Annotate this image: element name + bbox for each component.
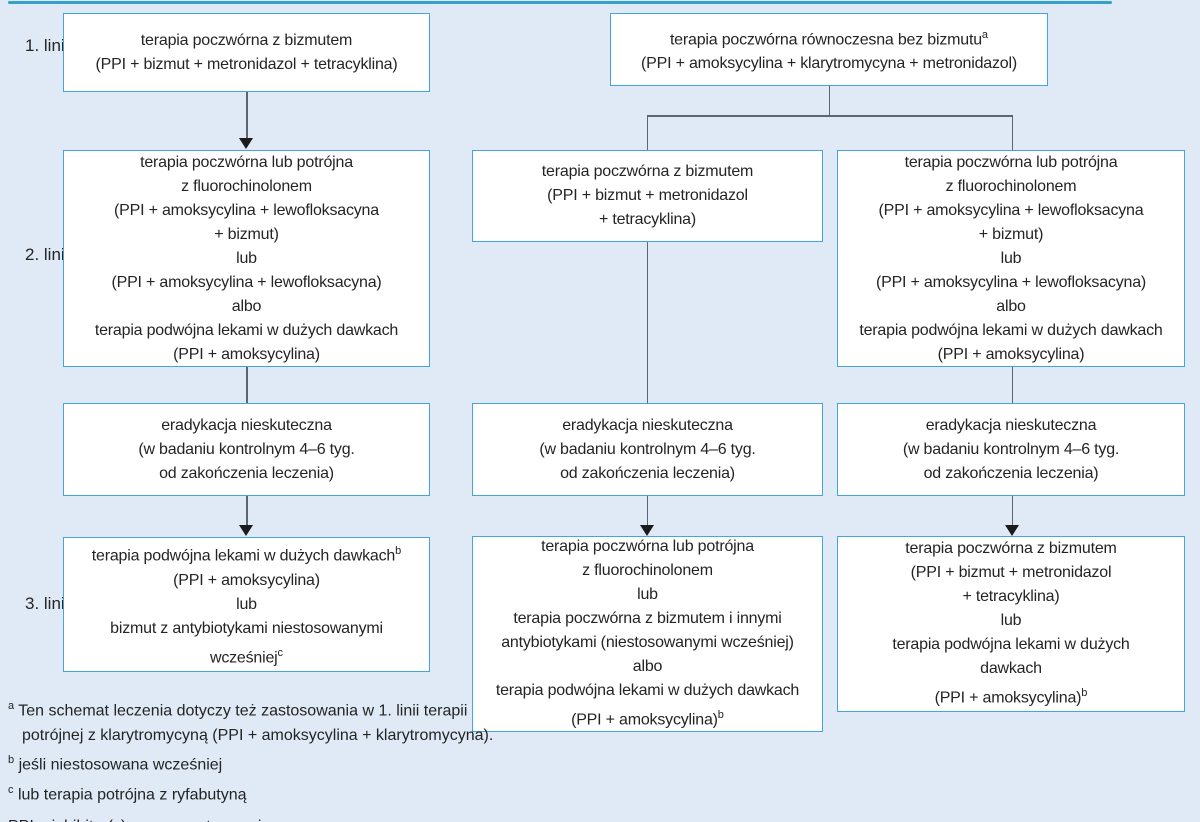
node-text-line: (PPI + amoksycylina + lewofloksacyna [878, 201, 1144, 219]
node-text-line: dawkach [980, 660, 1042, 678]
node-line2-left-quadruple-or-triple-fluoroquinolone: terapia poczwórna lub potrójna z fluoroc… [63, 150, 430, 367]
footnote-marker-b: b [395, 545, 402, 558]
node-text-line: z fluorochinolonem [181, 177, 312, 195]
footnote-b: b jeśli niestosowana wcześniej [8, 754, 223, 774]
connector-line2-left-to-eradication [246, 367, 248, 403]
node-text-line: terapia poczwórna z bizmutem [905, 540, 1117, 558]
arrowhead-down [239, 525, 253, 536]
node-text-line: (PPI + amoksycylina) [173, 345, 320, 363]
node-text-line: terapia podwójna lekami w dużych dawkach [859, 321, 1163, 339]
node-text-line: + tetracyklina) [962, 588, 1060, 606]
node-text-line: (PPI + bizmut + metronidazol [910, 564, 1112, 582]
footnote-marker-a: a [981, 28, 989, 41]
row-label-line2: 2. linia [25, 245, 75, 264]
footnote-c: c lub terapia potrójna z ryfabutyną [8, 783, 247, 803]
footnote-marker-b: b [717, 709, 724, 722]
node-line2-right-quadruple-or-triple-fluoroquinolone: terapia poczwórna lub potrójna z fluoroc… [837, 150, 1185, 367]
node-text-line: lub [236, 249, 257, 267]
node-text-line: (PPI + amoksycylina) [173, 571, 320, 589]
node-text-line: od zakończenia leczenia) [560, 464, 735, 482]
arrowhead-down [640, 525, 654, 536]
node-text-line: wcześniejc [209, 646, 284, 666]
node-text-line: od zakończenia leczenia) [923, 464, 1099, 482]
footnote-marker-b: b [8, 754, 15, 767]
connector-eradication-mid-to-line3 [646, 496, 648, 525]
node-line1-bismuth-quadruple: terapia poczwórna z bizmutem (PPI + bizm… [63, 13, 430, 92]
node-text-line: terapia podwójna lekami w dużych [892, 636, 1130, 654]
node-text-line: (w badaniu kontrolnym 4–6 tyg. [539, 440, 756, 458]
footnote-marker-a: a [8, 700, 15, 712]
node-text-line: od zakończenia leczenia) [159, 464, 334, 482]
node-text-line: (PPI + amoksycylina + lewofloksacyna [114, 201, 379, 219]
connector-eradication-right-to-line3 [1011, 496, 1013, 525]
node-text-line: lub [1000, 612, 1022, 630]
node-text-line: (PPI + bizmut + metronidazol + tetracykl… [95, 55, 398, 73]
row-label-line3: 3. linia [25, 594, 75, 613]
node-text-line: + bizmut) [214, 225, 279, 243]
footnote-marker-c: c [277, 646, 284, 659]
node-text-line: eradykacja nieskuteczna [925, 416, 1097, 434]
node-eradication-failed-right: eradykacja nieskuteczna (w badaniu kontr… [837, 403, 1185, 496]
node-text-line: (w badaniu kontrolnym 4–6 tyg. [902, 440, 1120, 458]
node-text-line: (w badaniu kontrolnym 4–6 tyg. [138, 440, 355, 458]
arrowhead-down [1005, 525, 1019, 536]
node-text-line: (PPI + amoksycylina) [937, 345, 1085, 363]
node-text-line: z fluorochinolonem [945, 177, 1077, 195]
node-line1-concomitant-no-bismuth: terapia poczwórna równoczesna bez bizmut… [610, 13, 1048, 86]
node-text-line: bizmut z antybiotykami niestosowanymi [110, 619, 383, 637]
node-text-line: terapia podwójna lekami w dużych dawkach [94, 321, 399, 339]
node-text-line: terapia poczwórna z bizmutem i innymi [513, 610, 782, 628]
node-text-line: terapia poczwórna lub potrójna [140, 153, 353, 171]
connector-line1-to-line2-left [246, 92, 248, 139]
node-text-line: (PPI + amoksycylina)b [571, 709, 724, 729]
node-text-line: (PPI + amoksycylina + lewofloksacyna) [111, 273, 382, 291]
node-text-line: terapia poczwórna lub potrójna [541, 538, 754, 556]
connector-branch-horizontal [646, 115, 1013, 117]
node-line2-mid-bismuth-quadruple: terapia poczwórna z bizmutem (PPI + bizm… [472, 150, 823, 242]
node-text-line: + tetracyklina) [598, 211, 697, 228]
node-text-line: terapia podwójna lekami w dużych dawkach… [91, 545, 402, 565]
abbreviation-ppi: PPI – inhibitor(y) pompy protonowej [8, 814, 513, 822]
footnote-marker-b: b [1081, 687, 1088, 700]
node-text-line: eradykacja nieskuteczna [161, 416, 332, 434]
node-text-line: terapia poczwórna z bizmutem [541, 163, 754, 180]
node-text-line: terapia poczwórna z bizmutem [140, 31, 353, 49]
node-text-line: terapia podwójna lekami w dużych dawkach [495, 682, 800, 700]
node-text-line: (PPI + amoksycylina + klarytromycyna + m… [641, 55, 1017, 73]
node-line3-mid-quadruple-or-triple: terapia poczwórna lub potrójna z fluoroc… [472, 536, 823, 732]
row-label-line1: 1. linia [25, 36, 75, 55]
node-text-line: terapia poczwórna lub potrójna [904, 153, 1118, 171]
node-text-line: (PPI + amoksycylina)b [934, 687, 1088, 707]
node-text-line: + bizmut) [978, 225, 1044, 243]
node-text-line: terapia poczwórna równoczesna bez bizmut… [669, 28, 989, 49]
connector-branch-to-line2-mid [646, 115, 648, 150]
footnote-marker-c: c [8, 783, 14, 796]
connector-branch-to-line2-right [1011, 115, 1013, 150]
node-line3-left-dual-high-dose: terapia podwójna lekami w dużych dawkach… [63, 537, 430, 672]
node-text-line: albo [996, 297, 1026, 315]
node-eradication-failed-mid: eradykacja nieskuteczna (w badaniu kontr… [472, 403, 823, 496]
node-text-line: albo [231, 297, 262, 315]
node-text-line: lub [236, 595, 257, 613]
connector-eradication-left-to-line3 [246, 496, 248, 526]
connector-line2-right-to-eradication [1011, 367, 1013, 403]
footnotes-block: a Ten schemat leczenia dotyczy też zasto… [8, 694, 513, 822]
node-text-line: lub [1000, 249, 1022, 267]
node-text-line: antybiotykami (niestosowanymi wcześniej) [501, 634, 794, 652]
node-text-line: albo [632, 658, 663, 676]
top-border-line [8, 1, 1112, 4]
node-eradication-failed-left: eradykacja nieskuteczna (w badaniu kontr… [63, 403, 430, 496]
footnote-a: a Ten schemat leczenia dotyczy też zasto… [8, 700, 494, 745]
node-text-line: eradykacja nieskuteczna [562, 416, 733, 434]
node-text-line: lub [637, 586, 658, 604]
node-text-line: (PPI + amoksycylina + lewofloksacyna) [875, 273, 1147, 291]
connector-line1-right-stem [828, 86, 830, 116]
node-text-line: (PPI + bizmut + metronidazol [547, 187, 748, 204]
node-text-line: z fluorochinolonem [582, 562, 713, 580]
arrowhead-down [239, 138, 253, 149]
connector-line2-mid-to-eradication [646, 242, 648, 403]
node-line3-right-bismuth-quadruple: terapia poczwórna z bizmutem (PPI + bizm… [837, 536, 1185, 712]
